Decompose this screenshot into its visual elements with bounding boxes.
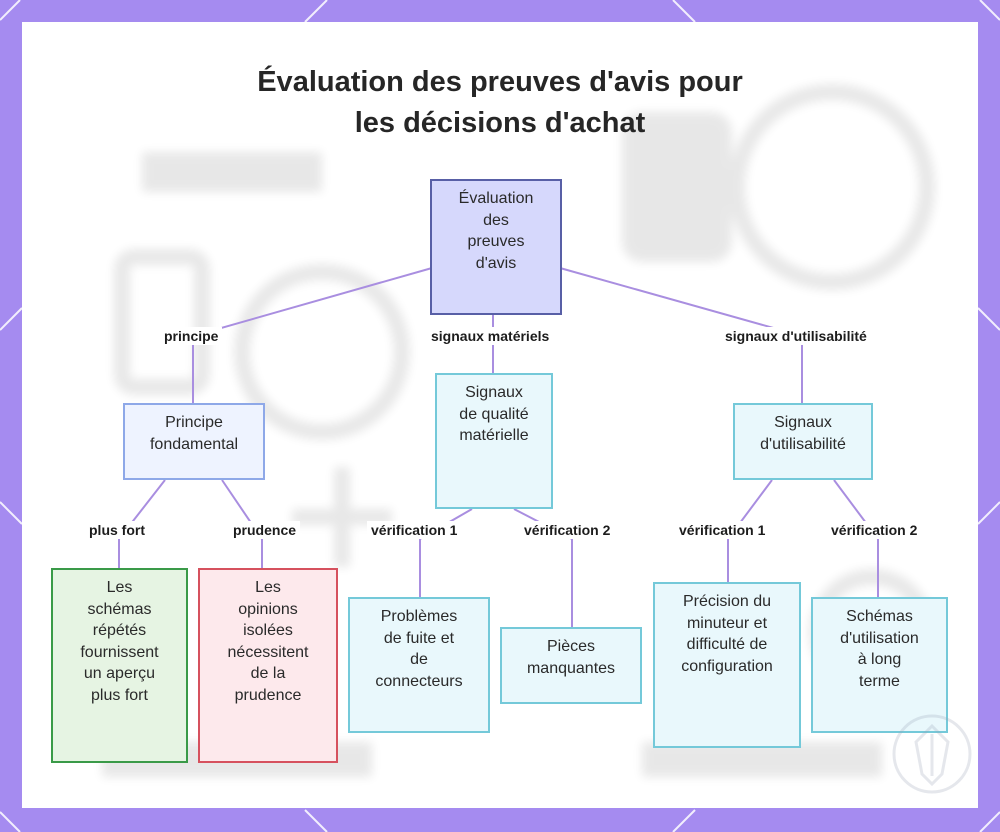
node-patterns-line: fournissent (80, 643, 159, 661)
node-principle-label: Principe fondamental (150, 412, 238, 455)
edge-label-principle: principe (160, 327, 223, 345)
node-root: Évaluation des preuves d'avis (430, 179, 562, 315)
node-material-quality: Signaux de qualité matérielle (435, 373, 553, 509)
edge-label-check2-material: vérification 2 (520, 521, 615, 539)
node-root-line: preuves (467, 233, 525, 250)
node-isolated-line: opinions (238, 600, 298, 618)
node-usability-line: Signaux (774, 414, 832, 431)
edge-label-caution: prudence (229, 521, 301, 539)
node-leak-issues-label: Problèmes de fuite et de connecteurs (375, 606, 462, 692)
edge-label-usability: signaux d'utilisabilité (721, 327, 871, 345)
edge-label-material: signaux matériels (427, 327, 554, 345)
node-principle-line: fondamental (149, 435, 239, 453)
node-patterns-line: Les (106, 579, 133, 596)
node-isolated-line: isolées (243, 622, 293, 639)
node-patterns-line: schémas (87, 600, 152, 618)
node-material-quality-label: Signaux de qualité matérielle (459, 382, 528, 447)
edge-label-check1-material: vérification 1 (367, 521, 462, 539)
node-timer-line: Précision du (682, 593, 772, 610)
diagram-title: Évaluation des preuves d'avis pour les d… (22, 62, 978, 144)
node-principle-line: Principe (165, 414, 223, 431)
title-line-2: les décisions d'achat (354, 107, 646, 139)
node-timer-precision-label: Précision du minuteur et difficulté de c… (681, 591, 773, 677)
node-leaks-line: de (410, 651, 428, 668)
node-material-line: de qualité (459, 405, 529, 423)
node-timer-line: configuration (681, 657, 773, 675)
node-isolated-line: prudence (234, 686, 302, 704)
node-leaks-line: Problèmes (380, 608, 458, 625)
node-long-term-usage: Schémas d'utilisation à long terme (811, 597, 948, 733)
node-missing-parts-label: Pièces manquantes (527, 636, 615, 679)
node-longterm-line: Schémas (846, 608, 913, 625)
edge-label-stronger: plus fort (85, 521, 149, 539)
background-product-image (102, 84, 935, 777)
node-long-term-usage-label: Schémas d'utilisation à long terme (840, 606, 919, 692)
node-principle: Principe fondamental (123, 403, 265, 480)
node-root-line: d'avis (475, 254, 517, 272)
node-leaks-line: connecteurs (375, 672, 463, 690)
node-missing-parts: Pièces manquantes (500, 627, 642, 704)
title-line-1: Évaluation des preuves d'avis pour (257, 66, 743, 98)
node-missing-line: manquantes (526, 659, 616, 677)
node-patterns-line: répétés (92, 622, 147, 639)
node-timer-precision: Précision du minuteur et difficulté de c… (653, 582, 801, 748)
node-timer-line: minuteur et (686, 614, 768, 632)
node-patterns-line: un aperçu (83, 665, 156, 682)
node-leak-issues: Problèmes de fuite et de connecteurs (348, 597, 490, 733)
node-root-line: Évaluation (458, 190, 534, 207)
watermark-logo-icon (892, 714, 972, 794)
node-usability-line: d'utilisabilité (760, 435, 846, 453)
node-repeated-patterns-label: Les schémas répétés fournissent un aperç… (80, 577, 158, 706)
node-isolated-line: Les (255, 579, 281, 596)
node-timer-line: difficulté de (686, 636, 768, 653)
node-isolated-line: de la (250, 665, 286, 682)
node-leaks-line: de fuite et (383, 629, 455, 647)
node-isolated-line: nécessitent (227, 643, 309, 661)
node-usability: Signaux d'utilisabilité (733, 403, 873, 480)
edge-label-check1-usability: vérification 1 (675, 521, 770, 539)
node-patterns-line: plus fort (91, 686, 148, 704)
diagram-panel: Évaluation des preuves d'avis pour les d… (22, 22, 978, 808)
node-repeated-patterns: Les schémas répétés fournissent un aperç… (51, 568, 188, 763)
node-longterm-line: à long (857, 651, 902, 668)
node-usability-label: Signaux d'utilisabilité (760, 412, 846, 455)
node-longterm-line: terme (859, 672, 900, 690)
node-isolated-opinions: Les opinions isolées nécessitent de la p… (198, 568, 338, 763)
node-isolated-opinions-label: Les opinions isolées nécessitent de la p… (228, 577, 309, 706)
node-missing-line: Pièces (546, 638, 596, 655)
node-material-line: matérielle (459, 427, 529, 444)
node-longterm-line: d'utilisation (840, 629, 919, 647)
edge-label-check2-usability: vérification 2 (827, 521, 922, 539)
node-root-label: Évaluation des preuves d'avis (459, 188, 534, 274)
node-root-line: des (483, 211, 509, 229)
node-material-line: Signaux (465, 384, 523, 401)
